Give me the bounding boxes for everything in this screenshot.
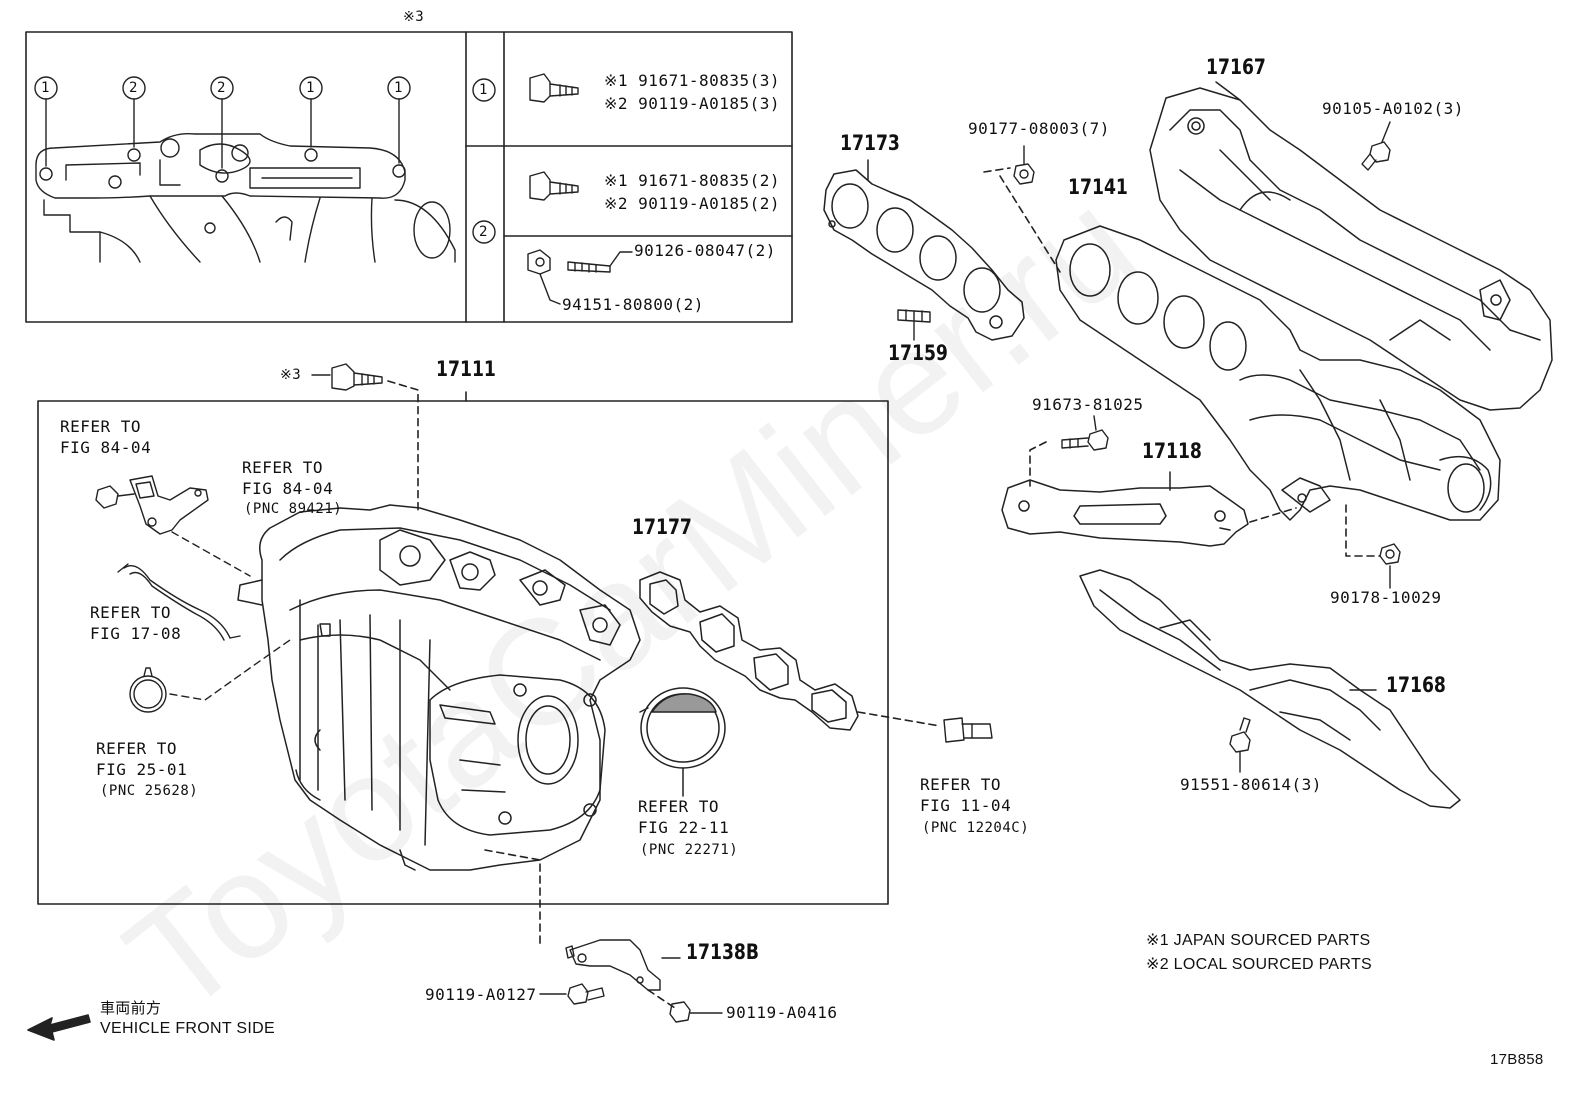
part-17141: 17141 [1068,175,1128,199]
ref-22-11-line3: (PNC 22271) [640,842,739,858]
part-17167: 17167 [1206,55,1266,79]
ref-22-11-line2: FIG 22-11 [638,818,730,837]
intake-manifold-drawing [237,504,641,871]
ref-25-01-line2: FIG 25-01 [96,760,188,779]
inset-row2-line3: 90126-08047(2) [634,241,776,260]
ref-11-04-line2: FIG 11-04 [920,796,1012,815]
ref-17-08-line2: FIG 17-08 [90,624,182,643]
bolt-90105: 90105-A0102(3) [1322,99,1464,118]
pcv-fitting-drawing [943,717,993,743]
ref-11-04-line3: (PNC 12204C) [922,820,1030,836]
heat-insulator-17167-drawing [1149,81,1553,411]
inset-row1-line1: ※1 91671-80835(3) [604,71,781,90]
clamp-drawing [129,639,291,713]
ref-17-08-line1: REFER TO [90,603,172,622]
gasket-17177-drawing [639,571,859,731]
inset-row1-circle: 1 [479,82,488,98]
bolt-90105-icon [1361,121,1391,171]
bolt-91551: 91551-80614(3) [1180,775,1322,794]
ref-25-01-line3: (PNC 25628) [100,783,199,799]
part-17118: 17118 [1142,439,1202,463]
ref-25-01-line1: REFER TO [96,739,178,758]
bolt-90119-a0127: 90119-A0127 [425,985,537,1004]
inset-box [25,31,793,323]
mark3-bolt-label: ※3 [280,367,302,383]
bolt-90177: 90177-08003(7) [968,119,1110,138]
front-label-jp: 車両前方 [100,1000,162,1017]
nut-90178: 90178-10029 [1330,588,1442,607]
sensor-bracket-drawing [95,475,251,577]
inset-callout-1b: 1 [306,80,315,96]
ref-84-04-a-line2: FIG 84-04 [60,438,152,457]
front-arrow-icon [27,1014,91,1041]
bolt-91673-icon [1061,415,1109,451]
inset-row2-line2: ※2 90119-A0185(2) [604,194,781,213]
ref-84-04-a-line1: REFER TO [60,417,142,436]
inset-bolt-icons [527,73,633,305]
figure-id: 17B858 [1490,1051,1544,1068]
part-17111: 17111 [436,357,496,381]
bracket-17138b-drawing [565,939,681,991]
inset-callout-2b: 2 [217,80,226,96]
inset-flange-drawing [34,76,496,263]
part-17138b: 17138B [686,940,760,964]
ref-84-04-b-line1: REFER TO [242,458,324,477]
inset-callout-1a: 1 [41,80,50,96]
inset-row2-circle: 2 [479,224,488,240]
ref-22-11-line1: REFER TO [638,797,720,816]
inset-callout-2a: 2 [129,80,138,96]
ref-84-04-b-line3: (PNC 89421) [244,501,343,517]
mark3-bolt-icon [311,363,383,391]
intake-manifold-box [37,400,889,905]
ref-11-04-line1: REFER TO [920,775,1002,794]
bolt-90119-icons [539,983,723,1023]
inset-row1-line2: ※2 90119-A0185(3) [604,94,781,113]
gasket-17173-drawing [823,159,1025,341]
bolt-91551-icon [1229,717,1251,773]
inset-callout-1c: 1 [394,80,403,96]
note-local-sourced: ※2 LOCAL SOURCED PARTS [1146,956,1372,973]
inset-row2-line4: 94151-80800(2) [562,295,704,314]
part-17159: 17159 [888,341,948,365]
nut-90178-icon [1379,543,1401,589]
nut-90177-icon [1013,145,1035,185]
part-17168: 17168 [1386,673,1446,697]
part-17173: 17173 [840,131,900,155]
note-japan-sourced: ※1 JAPAN SOURCED PARTS [1146,932,1371,949]
heat-insulator-17168-drawing [1079,569,1461,809]
inset-mark: ※3 [403,9,425,25]
inset-row2-line1: ※1 91671-80835(2) [604,171,781,190]
bolt-91673: 91673-81025 [1032,395,1144,414]
ref-84-04-b-line2: FIG 84-04 [242,479,334,498]
exhaust-manifold-drawing [1055,225,1501,521]
stay-17118-drawing [1001,471,1249,547]
hose-drawing [117,563,241,641]
bolt-90119-a0416: 90119-A0416 [726,1003,838,1022]
stud-17159-drawing [897,309,931,341]
part-17177: 17177 [632,515,692,539]
front-label-en: VEHICLE FRONT SIDE [100,1020,275,1037]
throttle-gasket-drawing [639,687,726,797]
